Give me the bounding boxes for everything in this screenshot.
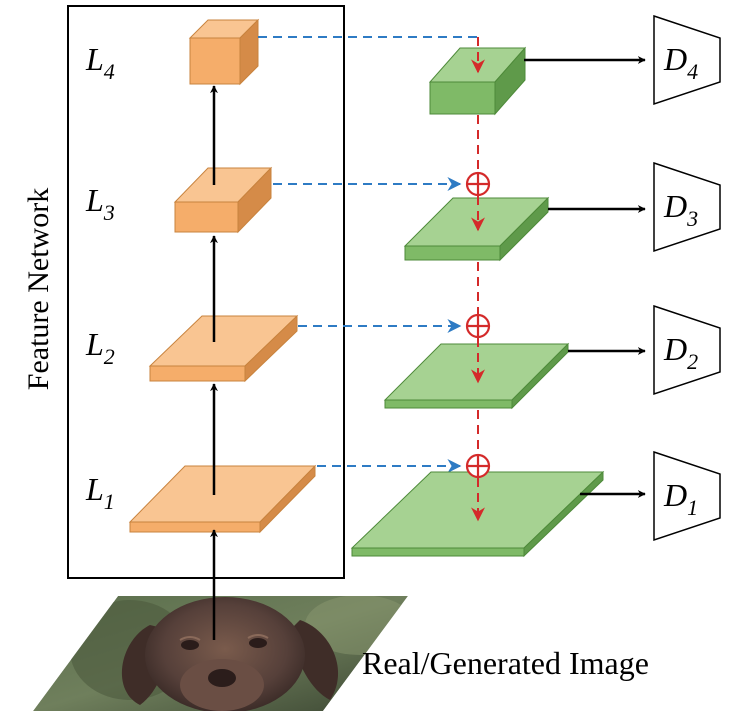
dog-photo-icon [33, 596, 408, 711]
svg-text:L4: L4 [85, 41, 115, 84]
discriminator-4: D4 [653, 14, 721, 106]
svg-text:L2: L2 [85, 326, 115, 369]
feature-layer-2 [148, 314, 299, 383]
feature-layer-1 [128, 464, 317, 534]
lateral-connections [258, 36, 478, 473]
level-label-4: L4 [85, 41, 115, 84]
level-label-2: L2 [85, 326, 115, 369]
svg-text:D3: D3 [663, 188, 698, 231]
level-label-1: L1 [85, 471, 115, 514]
feature-layer-4 [188, 18, 260, 86]
image-caption: Real/Generated Image [362, 645, 649, 681]
svg-text:L1: L1 [85, 471, 115, 514]
plus-circle-icon [465, 453, 491, 479]
level-label-3: L3 [85, 182, 115, 225]
svg-text:D4: D4 [663, 41, 698, 84]
discriminator-1: D1 [653, 450, 721, 542]
plus-circle-icon [465, 171, 491, 197]
feature-layer-3 [173, 166, 273, 234]
plus-circle-icon [465, 313, 491, 339]
feature-network-title: Feature Network [22, 188, 55, 390]
merged-feature-2 [383, 342, 570, 410]
svg-text:D1: D1 [663, 477, 698, 520]
merged-feature-3 [403, 196, 550, 262]
discriminator-arrows [524, 56, 646, 498]
svg-text:D2: D2 [663, 331, 698, 374]
feature-network-frame [67, 5, 345, 579]
svg-text:L3: L3 [85, 182, 115, 225]
discriminator-3: D3 [653, 161, 721, 253]
discriminator-2: D2 [653, 304, 721, 396]
